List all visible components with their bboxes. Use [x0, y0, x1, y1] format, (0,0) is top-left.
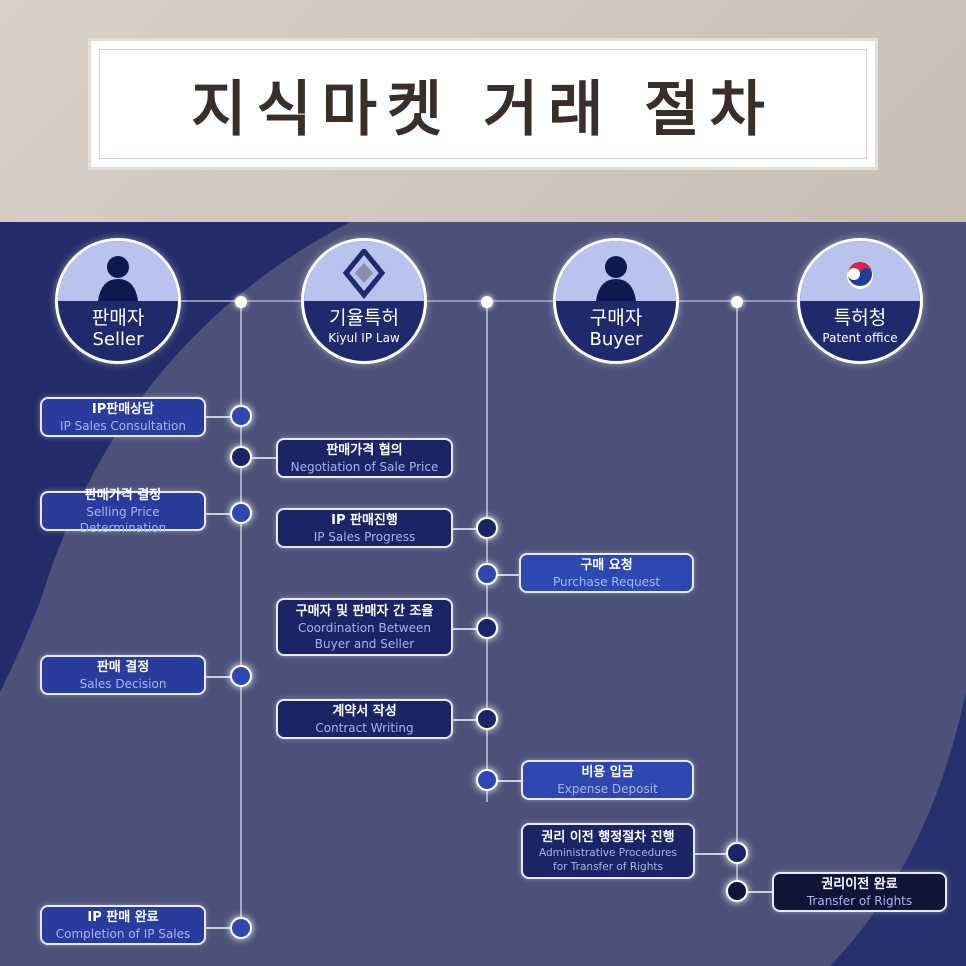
step-title-en: Negotiation of Sale Price: [290, 459, 439, 474]
step-node: [230, 502, 252, 524]
actor-name-en: Patent office: [822, 331, 898, 345]
step-connector: [206, 513, 236, 515]
step-node: [476, 617, 498, 639]
actor-name-ko: 판매자: [91, 307, 145, 329]
step-node: [476, 769, 498, 791]
step-title-en: Administrative Procedures for Transfer o…: [539, 846, 677, 873]
step-title-ko: IP판매상담: [91, 401, 155, 417]
step-node: [726, 842, 748, 864]
title-frame: 지식마켓 거래 절차: [88, 38, 878, 170]
step-title-en: IP Sales Consultation: [60, 418, 186, 433]
step-title-en: Contract Writing: [315, 720, 414, 735]
actor-name-en: Buyer: [589, 329, 643, 350]
step-title-ko: IP 판매진행: [331, 512, 398, 528]
actor-name-ko: 특허청: [833, 307, 887, 329]
person-icon: [596, 256, 636, 301]
step-title-ko: 권리 이전 행정절차 진행: [541, 829, 675, 845]
step-node: [230, 446, 252, 468]
actor-name-ko: 기율특허: [329, 307, 399, 329]
step-connector: [453, 528, 483, 530]
step-connector: [453, 628, 483, 630]
step-node: [476, 563, 498, 585]
actor-name-en: Seller: [92, 329, 144, 350]
step-connector: [206, 927, 236, 929]
step-node: [230, 665, 252, 687]
step-title-ko: 판매가격 협의: [326, 442, 403, 458]
step-connector: [206, 676, 236, 678]
step-title-ko: IP 판매 완료: [87, 909, 159, 925]
taegeuk-emblem-icon: [847, 262, 873, 289]
step-title-en: Selling Price Determination: [79, 504, 167, 535]
background-curve: [830, 692, 966, 966]
step-title-ko: 계약서 작성: [332, 703, 397, 719]
actor-kiyul-ip-law: 기율특허 Kiyul IP Law: [301, 238, 427, 364]
lane-line-buyer-office: [736, 302, 738, 897]
step-title-ko: 구매자 및 판매자 간 조율: [295, 603, 434, 619]
step-node: [230, 917, 252, 939]
step-connector: [492, 780, 522, 782]
step-title-en: Completion of IP Sales: [55, 926, 191, 941]
actor-name-ko: 구매자: [589, 307, 643, 329]
step-title-en: Purchase Request: [552, 574, 661, 589]
step-connector: [695, 853, 733, 855]
junction-dot: [481, 296, 493, 308]
header-banner: 지식마켓 거래 절차: [0, 0, 966, 222]
person-icon: [98, 256, 138, 301]
step-connector: [453, 719, 483, 721]
step-connector: [246, 457, 276, 459]
step-node: [476, 517, 498, 539]
step-node: [230, 405, 252, 427]
actor-name-en: Kiyul IP Law: [328, 331, 400, 345]
lane-line-law-buyer: [486, 302, 488, 802]
step-connector: [492, 574, 520, 576]
junction-dot: [731, 296, 743, 308]
step-title-en: IP Sales Progress: [313, 529, 416, 544]
step-node: [476, 708, 498, 730]
step-title-en: Expense Deposit: [557, 781, 658, 796]
step-title-ko: 판매 결정: [96, 659, 150, 675]
step-title-ko: 비용 입금: [581, 764, 634, 780]
page-title: 지식마켓 거래 절차: [191, 74, 775, 145]
step-title-en: Sales Decision: [79, 676, 167, 691]
step-node: [726, 880, 748, 902]
step-title-ko: 구매 요청: [580, 557, 633, 573]
step-title-en: Coordination Between Buyer and Seller: [297, 620, 431, 651]
step-connector: [206, 416, 236, 418]
step-title-ko: 판매가격 결정: [84, 487, 162, 503]
step-title-ko: 권리이전 완료: [821, 876, 898, 892]
step-title-en: Transfer of Rights: [806, 893, 913, 908]
lane-line-seller-law: [240, 302, 242, 932]
step-connector: [742, 891, 774, 893]
kiyul-logo-icon: [342, 249, 386, 299]
actor-patent-office: 특허청 Patent office: [797, 238, 923, 364]
junction-dot: [235, 296, 247, 308]
